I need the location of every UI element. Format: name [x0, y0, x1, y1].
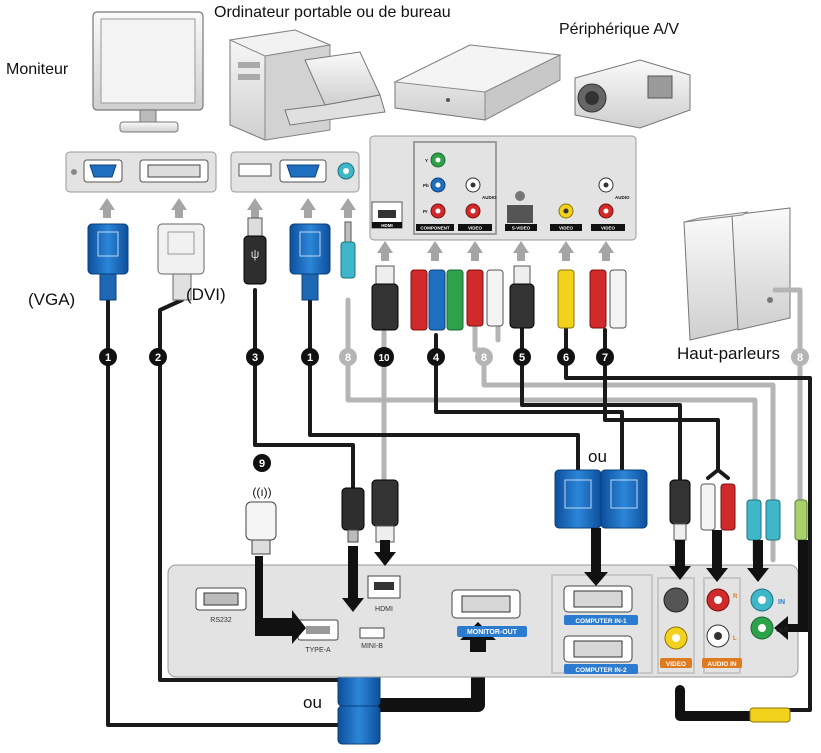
- svg-text:5: 5: [519, 352, 525, 364]
- av-panel-labels: Y Pb Pr HDMI COMPONENT VIDEO AUDIO S-VID…: [381, 158, 630, 231]
- computer-port-panel: [230, 151, 360, 193]
- label-speakers: Haut-parleurs: [677, 344, 780, 363]
- speakers-illustration: [683, 207, 791, 341]
- computer-illustration: [228, 29, 386, 141]
- svg-text:VIDEO: VIDEO: [601, 226, 616, 231]
- projector-panel-labels: RS232 TYPE-A MINI-B HDMI MONITOR-OUT COM…: [210, 594, 789, 674]
- vga-plugs-or: [554, 469, 648, 529]
- label-vga: (VGA): [28, 290, 76, 309]
- svg-text:IN: IN: [778, 599, 785, 606]
- badge-9: 9: [253, 454, 271, 472]
- label-dvi: (DVI): [186, 285, 226, 304]
- audio-plug-computer: [340, 221, 356, 279]
- svg-text:VIDEO: VIDEO: [559, 226, 574, 231]
- label-monitor: Moniteur: [6, 61, 69, 78]
- usb-dongle: ((ı)): [245, 485, 277, 555]
- monitor-port-panel: [65, 151, 217, 193]
- svg-text:MONITOR-OUT: MONITOR-OUT: [467, 629, 518, 636]
- badge-1-left: 1: [99, 348, 117, 366]
- svg-text:8: 8: [481, 352, 487, 364]
- vga-plug-computer: [289, 223, 331, 301]
- dvi-plug: [157, 223, 205, 301]
- svg-text:RS232: RS232: [210, 617, 232, 624]
- badge-4: 4: [427, 348, 445, 366]
- cables: [106, 287, 812, 727]
- badge-5: 5: [513, 348, 531, 366]
- av-port-panel: [369, 135, 637, 241]
- svg-text:COMPUTER IN-1: COMPUTER IN-1: [575, 618, 627, 625]
- svg-text:HDMI: HDMI: [381, 223, 393, 228]
- usb-plug: ψ: [243, 217, 267, 285]
- svideo-plug: [509, 265, 535, 329]
- label-computer: Ordinateur portable ou de bureau: [214, 4, 451, 21]
- svg-text:8: 8: [797, 352, 803, 364]
- svg-text:VIDEO: VIDEO: [468, 226, 483, 231]
- svg-text:COMPONENT: COMPONENT: [420, 226, 450, 231]
- label-or-bottom: ou: [303, 693, 322, 712]
- svg-text:L: L: [733, 636, 737, 642]
- svg-text:6: 6: [563, 352, 569, 364]
- svg-text:4: 4: [433, 352, 440, 364]
- svg-text:MINI-B: MINI-B: [361, 643, 383, 650]
- svg-text:7: 7: [602, 352, 608, 364]
- svg-text:10: 10: [378, 353, 390, 364]
- svg-text:VIDEO: VIDEO: [666, 661, 686, 668]
- svg-text:COMPUTER IN-2: COMPUTER IN-2: [575, 667, 627, 674]
- svg-text:1: 1: [105, 352, 111, 364]
- svg-text:2: 2: [155, 352, 161, 364]
- video-plug: [557, 269, 575, 329]
- badge-3: 3: [246, 348, 264, 366]
- yellow-rca-plug: [749, 707, 791, 723]
- mini-usb-plug: [341, 487, 365, 543]
- svg-text:3: 3: [252, 352, 258, 364]
- monitor-illustration: [92, 11, 204, 133]
- badge-7: 7: [596, 348, 614, 366]
- svg-text:AUDIO IN: AUDIO IN: [707, 661, 737, 668]
- svg-text:Pr: Pr: [423, 209, 428, 214]
- svideo-plug-bottom: [669, 479, 691, 541]
- label-or-top: ou: [588, 447, 607, 466]
- label-av-device: Périphérique A/V: [559, 21, 680, 38]
- svg-text:Y: Y: [425, 158, 428, 163]
- component-plugs: [410, 269, 504, 331]
- badge-8-b: 8: [475, 348, 493, 366]
- svg-text:Pb: Pb: [423, 183, 429, 188]
- svg-text:9: 9: [259, 458, 265, 470]
- source-arrows: [99, 198, 614, 261]
- hdmi-plug-top: [371, 265, 399, 331]
- badge-8-a: 8: [339, 348, 357, 366]
- svg-text:AUDIO: AUDIO: [615, 195, 630, 200]
- badge-6: 6: [557, 348, 575, 366]
- projector-panel: [167, 564, 799, 678]
- cable-number-badges: 1 2 3 1 8 10 4 8 5 6 7 8 9: [99, 347, 809, 472]
- badge-1-right: 1: [301, 348, 319, 366]
- svg-text:OUT: OUT: [776, 628, 789, 634]
- svg-text:8: 8: [345, 352, 351, 364]
- badge-10: 10: [374, 347, 394, 367]
- badge-2: 2: [149, 348, 167, 366]
- hdmi-plug-bottom: [371, 479, 399, 543]
- audio-rca-plugs-bottom: [700, 483, 808, 541]
- svg-text:AUDIO: AUDIO: [482, 195, 497, 200]
- vga-plug-monitor: [87, 223, 129, 301]
- svg-text:ψ: ψ: [251, 247, 260, 261]
- badge-8-c: 8: [791, 348, 809, 366]
- av-device-illustration: [393, 44, 691, 129]
- audio-rca-plugs: [589, 269, 627, 329]
- svg-text:HDMI: HDMI: [375, 606, 393, 613]
- svg-text:S-VIDEO: S-VIDEO: [512, 226, 531, 231]
- svg-text:((ı)): ((ı)): [252, 485, 271, 499]
- svg-text:1: 1: [307, 352, 313, 364]
- svg-text:R: R: [733, 594, 738, 600]
- svg-text:TYPE-A: TYPE-A: [305, 647, 331, 654]
